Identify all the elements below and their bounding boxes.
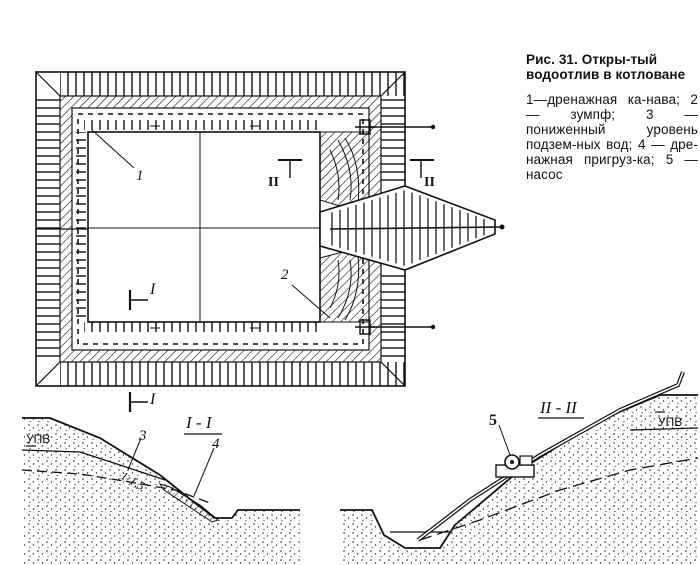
lower-sump-fan: [329, 254, 360, 321]
ramp-axis: [329, 226, 501, 230]
section-II-marker-left: II: [268, 159, 302, 190]
leader-1: [91, 129, 135, 169]
section-I-initial-water-level: [21, 449, 166, 481]
figure-caption: Рис. 31. Откры-тый водоотлив в котловане…: [526, 52, 698, 182]
outer-slope-right-bottom: [381, 270, 405, 362]
section-II-label-5: 5: [489, 412, 497, 429]
section-I-soil: [22, 418, 300, 565]
inner-ticks-bottom: [84, 322, 321, 332]
section-II-right-label: II: [424, 175, 435, 190]
section-I-top-label: I: [149, 281, 156, 298]
upper-sump-fan: [329, 137, 360, 206]
pump-lower: [355, 319, 436, 335]
section-I-upv-label: УПВ: [26, 432, 50, 446]
outer-slope-bottom: [60, 362, 405, 386]
section-I-drainage-loading: [158, 483, 220, 523]
section-II-title: II - II: [539, 398, 578, 417]
section-I-label-4: 4: [212, 436, 220, 452]
section-I-bottom-label: I: [149, 391, 156, 408]
section-I-marker-top: I: [128, 281, 156, 310]
section-I-I: УПВ 3 1:1,5 4 I - I: [21, 413, 300, 565]
caption-title: Рис. 31. Откры-тый водоотлив в котловане: [526, 52, 686, 82]
ramp-end-point: [499, 224, 505, 230]
section-I-marker-bottom: I: [128, 391, 156, 412]
pump-upper: [355, 119, 436, 135]
leader-2: [291, 284, 331, 319]
section-II-lowered-water-level: [419, 457, 699, 541]
section-II-left-label: II: [268, 175, 279, 190]
outer-slope-right-top: [381, 96, 405, 186]
leader-3: [127, 437, 142, 471]
pump-unit: [495, 454, 535, 478]
section-II-upv-label: УПВ: [658, 415, 682, 429]
plan-view: II II I I 1 2: [35, 71, 505, 412]
section-II-initial-water-level: [629, 427, 699, 431]
section-II-soil: [340, 395, 698, 565]
inner-ticks-left: [76, 132, 86, 322]
caption-legend: 1—дренажная ка-нава; 2 — зумпф; 3 — пони…: [526, 92, 698, 182]
leader-5: [498, 424, 511, 456]
section-II-II: 5 УПВ II - II: [340, 371, 699, 565]
section-I-lowered-water-level: [21, 469, 211, 504]
section-I-label-3: 3: [138, 428, 147, 444]
plan-label-2: 2: [281, 267, 289, 283]
inner-ticks-top: [84, 120, 321, 130]
plan-label-1: 1: [136, 168, 144, 184]
section-II-marker-right: II: [410, 159, 435, 190]
section-I-title: I - I: [185, 413, 213, 432]
pump-pipe-inner: [417, 371, 684, 541]
leader-4: [193, 447, 215, 497]
outer-slope-top: [60, 72, 405, 96]
